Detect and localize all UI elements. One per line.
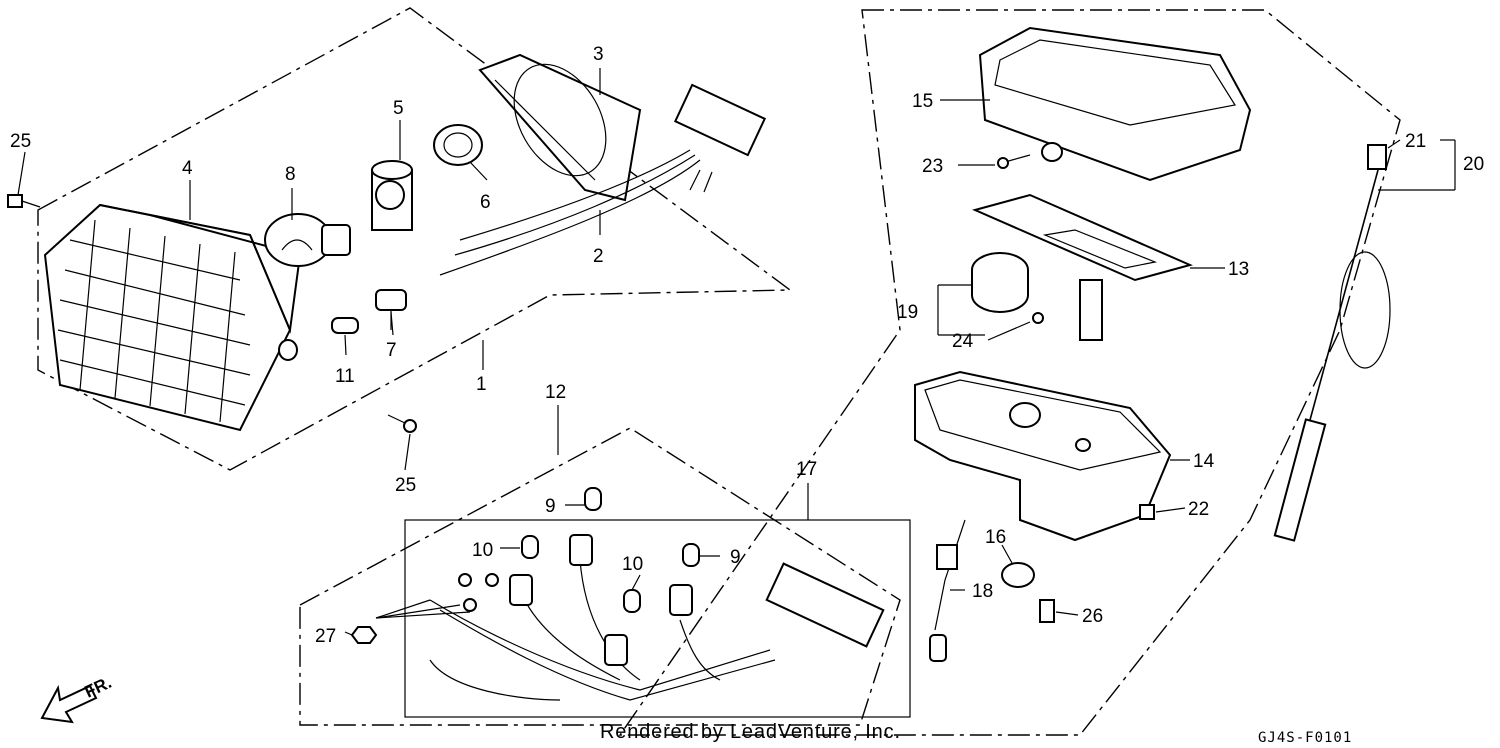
meter-visor xyxy=(978,26,1252,182)
callout-20: 20 xyxy=(1463,154,1484,175)
headlight-wire-harness xyxy=(439,83,767,276)
callout-10-left: 10 xyxy=(472,540,493,561)
callout-8: 8 xyxy=(285,164,296,185)
grommet xyxy=(1001,562,1035,588)
callout-9-upper: 9 xyxy=(545,496,556,517)
callout-11: 11 xyxy=(335,366,355,387)
callout-5: 5 xyxy=(393,98,404,119)
indicator-bulb-10-right xyxy=(623,589,641,613)
callout-24: 24 xyxy=(952,331,974,352)
callout-4: 4 xyxy=(182,158,193,179)
speedo-drive-fitting xyxy=(1079,279,1103,341)
meter-group-boundary xyxy=(618,9,1401,736)
credit-text: Rendered by LeadVenture, Inc. xyxy=(600,721,900,743)
callout-19: 19 xyxy=(897,302,918,323)
headlight-lens xyxy=(43,203,302,432)
meter-bottom-bolt xyxy=(1039,599,1055,623)
harness-subgroup-box xyxy=(404,519,911,718)
indicator-bulb-9-upper xyxy=(584,487,602,511)
callout-27: 27 xyxy=(315,626,336,647)
callout-23: 23 xyxy=(922,156,943,177)
callout-15: 15 xyxy=(912,91,933,112)
front-direction-arrow-icon xyxy=(40,684,98,724)
nut-27 xyxy=(350,626,378,644)
meter-screw xyxy=(1032,312,1044,324)
headlight-group-boundary xyxy=(37,7,793,471)
callout-25-upper: 25 xyxy=(10,131,31,152)
harness-group-boundary xyxy=(299,427,901,726)
bulb-socket xyxy=(371,160,413,231)
position-socket xyxy=(375,289,407,330)
callout-18: 18 xyxy=(972,581,993,602)
speedometer-cable xyxy=(1273,144,1391,542)
speedometer-unit xyxy=(971,252,1029,313)
callout-21: 21 xyxy=(1405,131,1426,152)
indicator-wire-harness xyxy=(429,534,885,701)
headlight-bulb xyxy=(264,213,351,267)
indicator-bulb-10-left xyxy=(521,535,539,559)
rubber-boot xyxy=(433,124,483,166)
callout-14: 14 xyxy=(1193,451,1215,472)
callout-13: 13 xyxy=(1228,259,1249,280)
callout-12: 12 xyxy=(545,382,566,403)
callout-6: 6 xyxy=(480,192,491,213)
callout-10-right: 10 xyxy=(622,554,643,575)
headlight-case xyxy=(478,53,642,202)
callout-3: 3 xyxy=(593,44,604,65)
meter-panel xyxy=(972,193,1193,282)
case-mount-screw xyxy=(1139,504,1155,520)
callout-22: 22 xyxy=(1188,499,1209,520)
diagram-code: GJ4S-F0101 xyxy=(1258,730,1352,746)
callout-9-lower: 9 xyxy=(730,547,741,568)
indicator-bulb-9-lower xyxy=(682,543,700,567)
callout-2: 2 xyxy=(593,246,604,267)
leader-lines xyxy=(17,68,1456,636)
meter-light-socket xyxy=(929,519,966,662)
callout-17: 17 xyxy=(796,459,817,480)
meter-visor-screw xyxy=(997,154,1031,169)
meter-case xyxy=(914,370,1172,542)
callout-25-lower: 25 xyxy=(395,475,416,496)
callout-26: 26 xyxy=(1082,606,1103,627)
position-bulb xyxy=(331,317,359,334)
callout-7: 7 xyxy=(386,340,397,361)
mount-bolt-lower xyxy=(387,414,417,433)
callout-1: 1 xyxy=(476,374,487,395)
mount-bolt-left xyxy=(7,194,41,208)
callout-16: 16 xyxy=(985,527,1006,548)
